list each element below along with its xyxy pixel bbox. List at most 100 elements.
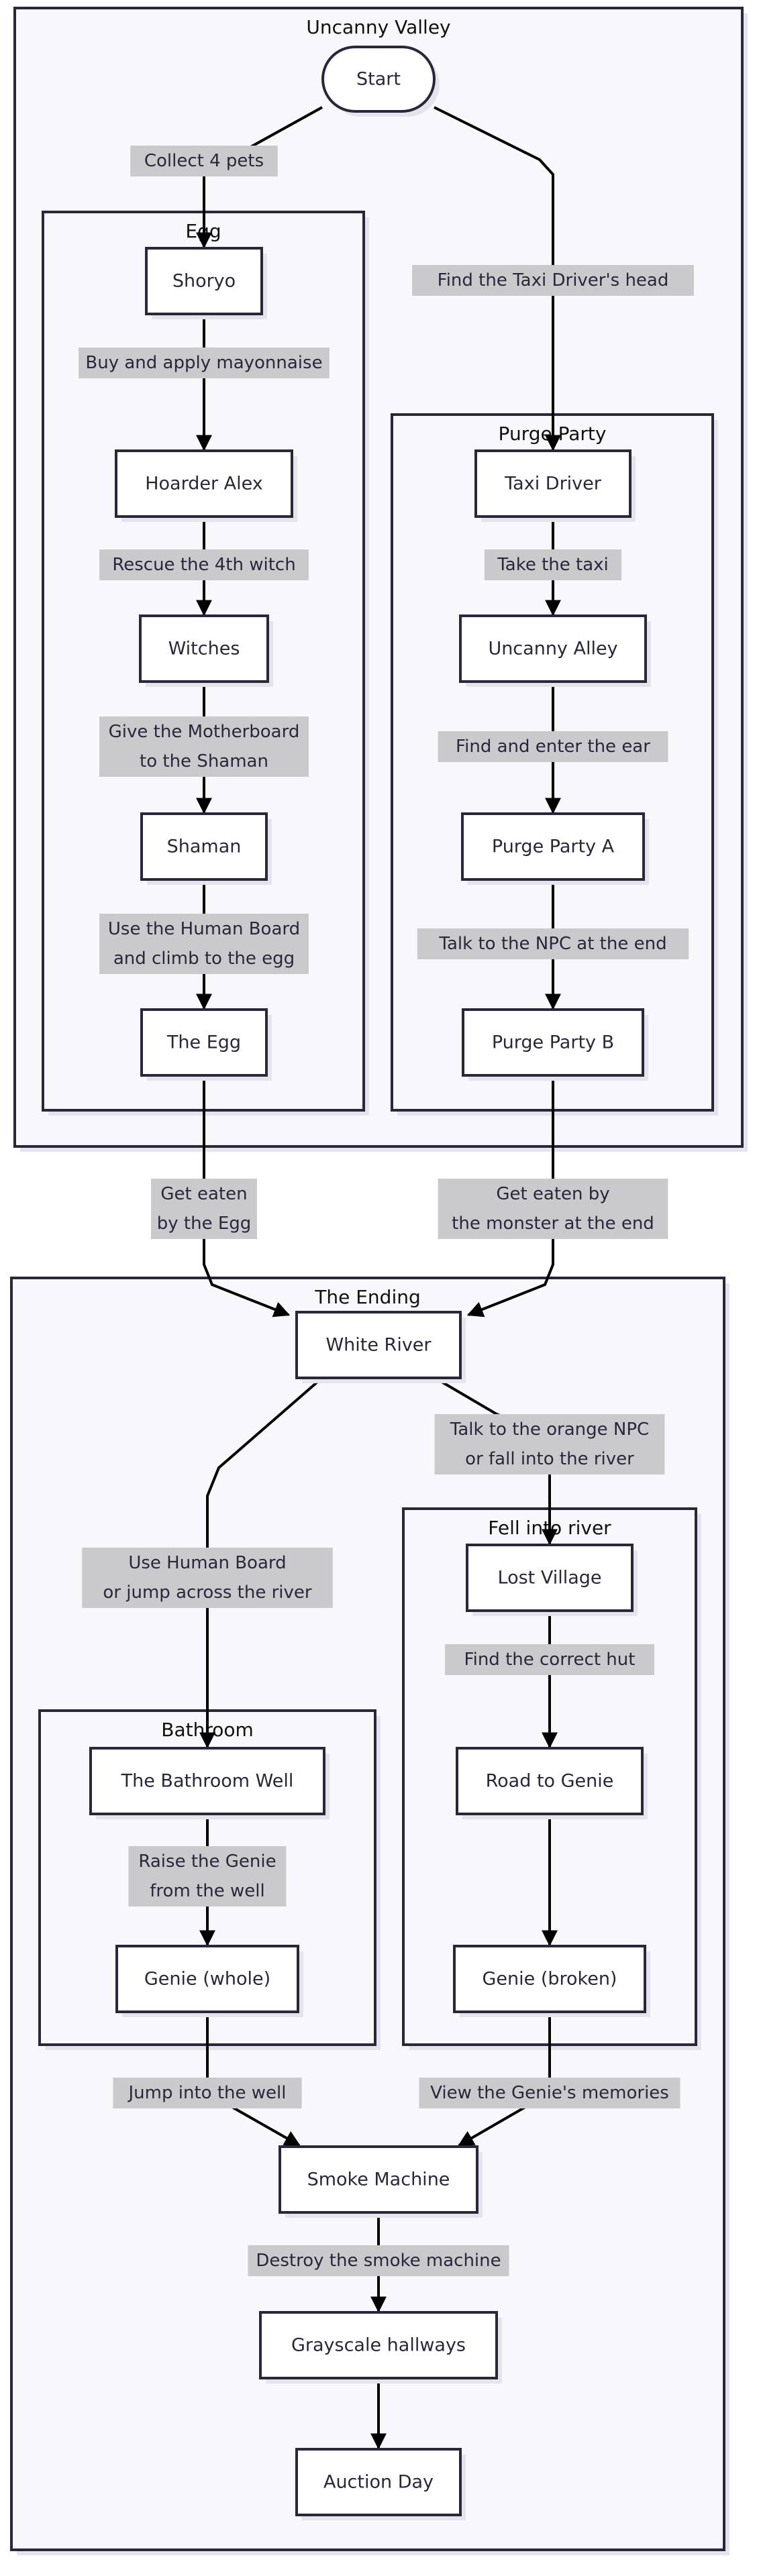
- edge-label-text: Take the taxi: [497, 555, 609, 575]
- edge-label-text: Buy and apply mayonnaise: [85, 353, 322, 373]
- node-label: Start: [356, 69, 401, 90]
- node-the-egg[interactable]: The Egg: [140, 1008, 272, 1081]
- node-label: Grayscale hallways: [291, 2335, 466, 2356]
- node-smoke-machine[interactable]: Smoke Machine: [279, 2145, 483, 2218]
- node-white-river[interactable]: White River: [295, 1311, 466, 1383]
- node-label: Road to Genie: [486, 1771, 614, 1792]
- node-box[interactable]: [259, 2311, 498, 2379]
- node-box[interactable]: [115, 449, 293, 518]
- edge-label-text: the monster at the end: [452, 1214, 654, 1234]
- node-label: Hoarder Alex: [145, 474, 263, 494]
- node-label: Genie (whole): [144, 1969, 270, 1990]
- node-box[interactable]: [295, 2448, 462, 2516]
- edge-label-text: Talk to the orange NPC: [450, 1419, 649, 1440]
- node-start[interactable]: Start: [321, 46, 440, 117]
- edge-label: Use the Human Board and climb to the egg: [99, 914, 309, 974]
- edge-label-background: [438, 731, 668, 762]
- edge-label-background: [113, 2078, 302, 2108]
- node-label: Taxi Driver: [504, 474, 602, 494]
- edge-label-background: [130, 146, 278, 176]
- edge-label-text: View the Genie's memories: [430, 2083, 669, 2103]
- node-box[interactable]: [466, 1544, 634, 1612]
- edge-label-background: [99, 549, 309, 580]
- node-genie-broken[interactable]: Genie (broken): [453, 1945, 650, 2017]
- edge-label-text: Destroy the smoke machine: [256, 2251, 501, 2271]
- edge-label: Rescue the 4th witch: [99, 549, 309, 580]
- node-box[interactable]: [145, 247, 263, 315]
- edge-label: Take the taxi: [484, 549, 622, 580]
- node-box[interactable]: [139, 614, 269, 683]
- edge-label-text: Collect 4 pets: [144, 151, 264, 171]
- node-box[interactable]: [89, 1747, 325, 1815]
- node-genie-whole[interactable]: Genie (whole): [115, 1945, 303, 2017]
- edge-label-background: [484, 549, 622, 580]
- edge-label-text: Find the correct hut: [464, 1650, 636, 1670]
- edge-label-background: [151, 1179, 257, 1239]
- node-shaman[interactable]: Shaman: [140, 812, 272, 885]
- node-label: Smoke Machine: [307, 2169, 450, 2190]
- edge-white-river-to-bathroom-well: [199, 1377, 323, 1749]
- edge-label-background: [99, 716, 309, 777]
- node-taxi-driver[interactable]: Taxi Driver: [474, 449, 636, 522]
- node-witches[interactable]: Witches: [139, 614, 273, 687]
- edge-label-text: and climb to the egg: [113, 949, 295, 969]
- node-label: Auction Day: [323, 2472, 434, 2493]
- edge-label-background: [445, 1644, 654, 1675]
- edge-label-text: to the Shaman: [140, 751, 268, 771]
- node-box[interactable]: [295, 1311, 462, 1379]
- node-label: Purge Party B: [492, 1032, 614, 1053]
- node-box[interactable]: [321, 46, 436, 113]
- node-label: The Bathroom Well: [121, 1771, 294, 1792]
- edge-label-text: Raise the Genie: [138, 1851, 276, 1872]
- node-grayscale-hallways[interactable]: Grayscale hallways: [259, 2311, 502, 2383]
- edge-label-text: Find and enter the ear: [456, 737, 650, 757]
- node-box[interactable]: [459, 614, 647, 683]
- edge-label-background: [82, 1548, 333, 1608]
- edge-label: Get eaten by the monster at the end: [438, 1179, 668, 1239]
- edge-label: Find the correct hut: [445, 1644, 654, 1675]
- cluster-title: Uncanny Valley: [306, 16, 450, 38]
- node-label: Genie (broken): [483, 1969, 617, 1990]
- node-box[interactable]: [140, 1008, 268, 1077]
- edge-label-text: or fall into the river: [465, 1449, 634, 1469]
- edge-label-text: Use the Human Board: [108, 919, 300, 939]
- node-hoarder-alex[interactable]: Hoarder Alex: [115, 449, 297, 522]
- edge-label-text: Get eaten by: [496, 1184, 609, 1204]
- edge-label-background: [417, 928, 689, 959]
- edge-label-text: Find the Taxi Driver's head: [438, 270, 669, 290]
- edge-label-text: Use Human Board: [128, 1553, 286, 1573]
- node-uncanny-alley[interactable]: Uncanny Alley: [459, 614, 651, 687]
- node-lost-village[interactable]: Lost Village: [466, 1544, 638, 1616]
- edge-label: Get eaten by the Egg: [151, 1179, 257, 1239]
- edge-label-background: [248, 2245, 509, 2276]
- node-label: Shoryo: [172, 271, 236, 292]
- node-purge-party-a[interactable]: Purge Party A: [461, 812, 649, 885]
- node-box[interactable]: [140, 812, 268, 881]
- node-label: Purge Party A: [492, 837, 615, 857]
- node-box[interactable]: [462, 1008, 644, 1077]
- edge-label-text: by the Egg: [157, 1214, 252, 1234]
- edge-label: Talk to the orange NPC or fall into the r…: [434, 1414, 665, 1474]
- node-box[interactable]: [279, 2145, 478, 2214]
- node-box[interactable]: [474, 449, 632, 518]
- node-auction-day[interactable]: Auction Day: [295, 2448, 466, 2520]
- node-shoryo[interactable]: Shoryo: [145, 247, 267, 319]
- node-label: Uncanny Alley: [488, 639, 617, 659]
- node-box[interactable]: [453, 1945, 646, 2013]
- node-box[interactable]: [115, 1945, 299, 2013]
- edge-label: Jump into the well: [113, 2078, 302, 2108]
- node-road-to-genie[interactable]: Road to Genie: [456, 1747, 648, 1819]
- node-label: Witches: [168, 639, 240, 659]
- node-box[interactable]: [461, 812, 645, 881]
- node-bathroom-well[interactable]: The Bathroom Well: [89, 1747, 330, 1819]
- edge-label: Buy and apply mayonnaise: [79, 347, 330, 378]
- node-purge-party-b[interactable]: Purge Party B: [462, 1008, 648, 1081]
- edge-label: Find and enter the ear: [438, 731, 668, 762]
- node-box[interactable]: [456, 1747, 644, 1815]
- node-label: Shaman: [167, 837, 242, 857]
- edge-label-text: Get eaten: [160, 1184, 247, 1204]
